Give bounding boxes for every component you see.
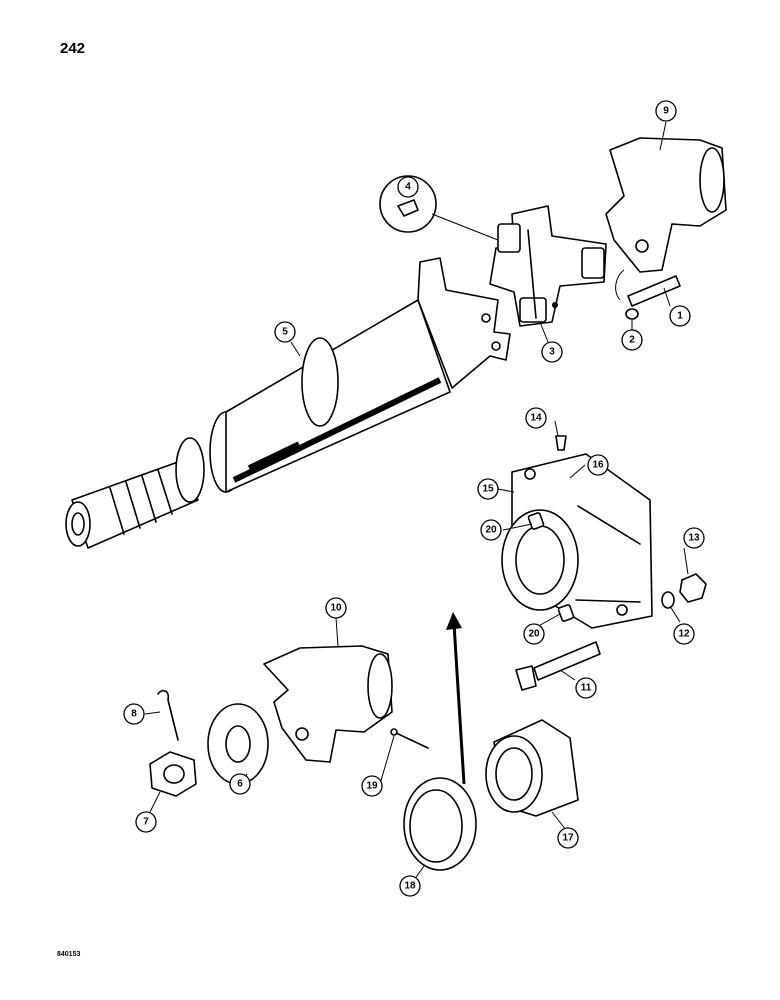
callout-16: 16 xyxy=(587,454,609,476)
svg-text:11: 11 xyxy=(581,683,592,694)
setscrew-lower xyxy=(557,604,575,622)
callout-5: 5 xyxy=(274,321,296,343)
end-yoke-upper xyxy=(605,137,727,273)
callout-17: 17 xyxy=(557,827,579,849)
svg-text:8: 8 xyxy=(131,709,137,720)
svg-text:18: 18 xyxy=(404,881,416,892)
svg-text:10: 10 xyxy=(330,603,342,614)
svg-text:6: 6 xyxy=(237,779,243,790)
callout-19: 19 xyxy=(361,775,383,797)
bearing-housing xyxy=(501,453,653,629)
callout-12: 12 xyxy=(673,623,695,645)
page-number: 242 xyxy=(60,40,86,57)
drive-shaft xyxy=(65,257,511,549)
svg-text:20: 20 xyxy=(485,525,497,536)
callout-9: 9 xyxy=(655,100,677,122)
svg-text:19: 19 xyxy=(366,781,378,792)
svg-text:5: 5 xyxy=(282,327,288,338)
end-yoke-lower xyxy=(263,645,393,763)
callout-6: 6 xyxy=(229,773,251,795)
callout-11: 11 xyxy=(575,677,597,699)
svg-text:14: 14 xyxy=(530,413,542,424)
callout-20-upper: 20 xyxy=(480,519,502,541)
svg-text:9: 9 xyxy=(663,106,669,117)
callout-13: 13 xyxy=(683,527,705,549)
nut-and-washer-housing xyxy=(661,573,707,609)
universal-joint-cross xyxy=(489,205,607,327)
svg-text:16: 16 xyxy=(592,460,604,471)
svg-text:1: 1 xyxy=(677,311,683,322)
callout-15: 15 xyxy=(477,478,499,500)
bolt-and-washer-upper xyxy=(615,269,681,320)
ball-bearing xyxy=(485,719,579,817)
callout-7: 7 xyxy=(135,811,157,833)
svg-text:2: 2 xyxy=(629,335,635,346)
bolt-housing xyxy=(515,641,601,691)
callout-10: 10 xyxy=(325,597,347,619)
svg-text:7: 7 xyxy=(143,817,149,828)
svg-text:15: 15 xyxy=(482,484,494,495)
grease-fitting-inset xyxy=(379,175,499,241)
assembly-arrow xyxy=(446,612,466,785)
callout-20-lower: 20 xyxy=(523,623,545,645)
collar-screw xyxy=(390,728,429,749)
svg-text:12: 12 xyxy=(678,629,690,640)
setscrew-upper xyxy=(527,512,545,530)
cotter-pin xyxy=(157,689,179,741)
grease-fitting-housing xyxy=(555,435,567,451)
callout-8: 8 xyxy=(123,703,145,725)
locking-collar xyxy=(403,777,477,871)
castle-nut xyxy=(149,751,197,797)
drawing-code: 840153 xyxy=(57,951,81,958)
callout-14: 14 xyxy=(525,407,547,429)
callout-3: 3 xyxy=(541,341,563,363)
callout-2: 2 xyxy=(621,329,643,351)
svg-text:17: 17 xyxy=(562,833,574,844)
flat-washer xyxy=(207,703,269,785)
svg-text:3: 3 xyxy=(549,347,555,358)
callout-18: 18 xyxy=(399,875,421,897)
svg-text:13: 13 xyxy=(688,533,700,544)
svg-text:4: 4 xyxy=(405,182,411,193)
callout-1: 1 xyxy=(669,305,691,327)
callout-4: 4 xyxy=(397,176,419,198)
svg-text:20: 20 xyxy=(528,629,540,640)
